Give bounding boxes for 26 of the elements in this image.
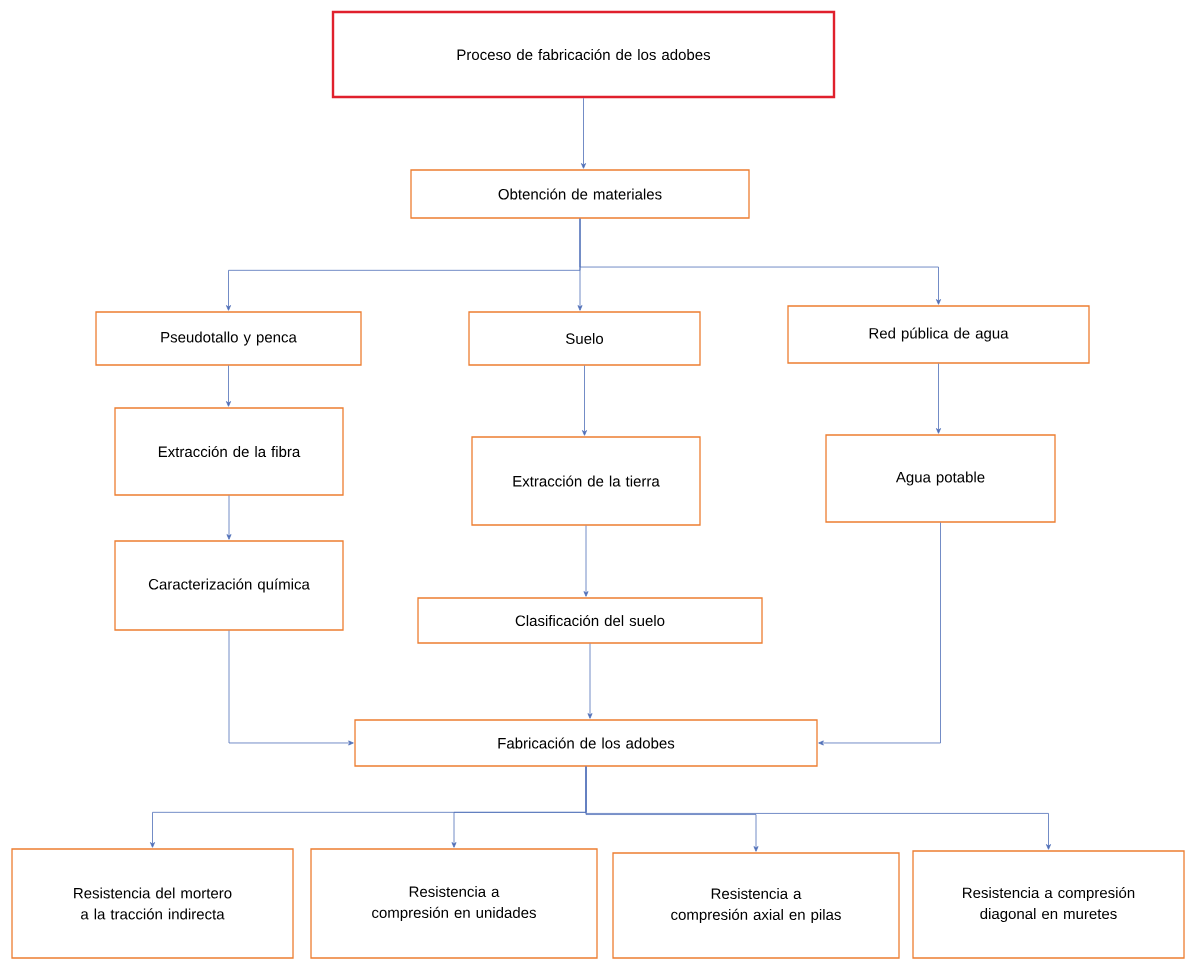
arrow — [587, 643, 593, 719]
process-box: Pseudotallo y penca — [95, 311, 362, 366]
arrow — [226, 365, 231, 407]
arrow — [579, 218, 941, 305]
process-box: Red pública de agua — [787, 305, 1090, 364]
arrow — [936, 363, 941, 434]
arrow — [581, 97, 586, 169]
arrow — [226, 495, 232, 540]
process-box: Resistencia del mortero a la tracción indirecta — [11, 848, 294, 959]
arrow — [582, 365, 587, 436]
arrow — [583, 525, 589, 597]
arrow — [228, 630, 354, 746]
process-box: Extracción de la tierra — [471, 436, 701, 526]
arrow — [818, 522, 941, 746]
process-box: Extracción de la fibra — [114, 407, 344, 496]
process-box: Obtención de materiales — [410, 169, 750, 219]
process-box: Caracterización química — [114, 540, 344, 631]
title-box: Proceso de fabricación de los adobes — [331, 10, 836, 99]
process-box: Fabricación de los adobes — [354, 719, 818, 767]
process-box: Agua potable — [825, 434, 1056, 523]
process-box: Resistencia a compresión en unidades — [310, 848, 598, 959]
arrow — [585, 766, 1051, 850]
process-box: Clasificación del suelo — [417, 597, 763, 644]
process-box: Resistencia a compresión diagonal en muretes — [912, 850, 1185, 959]
process-box: Resistencia a compresión axial en pilas — [612, 852, 900, 959]
process-box: Suelo — [468, 311, 701, 366]
